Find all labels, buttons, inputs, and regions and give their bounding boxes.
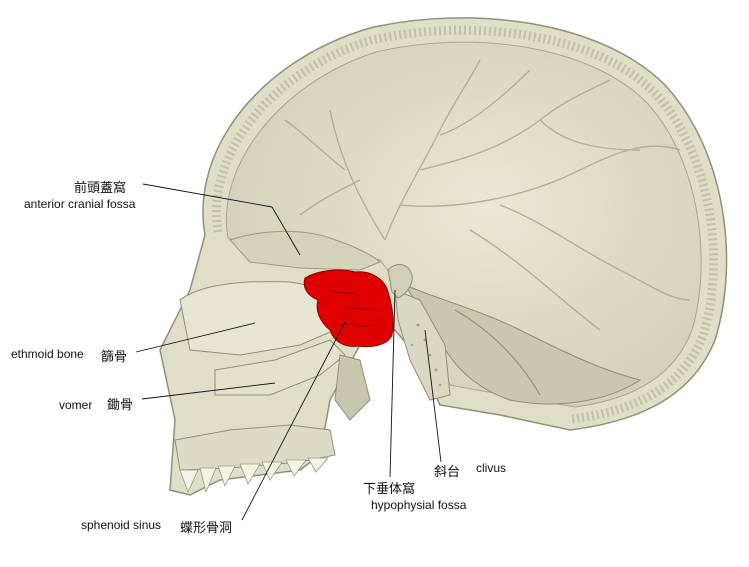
- leader-lines: [135, 183, 442, 521]
- ethmoid-bone-label-jp: 篩骨: [101, 350, 128, 365]
- clivus-label-en: clivus: [476, 461, 507, 475]
- anterior-cranial-fossa-label-en: anterior cranial fossa: [24, 197, 136, 211]
- hypophysial-fossa-label-en: hypophysial fossa: [371, 498, 467, 512]
- meningeal-grooves: [284, 59, 691, 331]
- skull-diploe-band: [212, 25, 719, 424]
- sphenoid-sinus-label-en: sphenoid sinus: [81, 518, 162, 532]
- maxilla-palate: [174, 424, 336, 471]
- dorsum-sellae: [387, 264, 413, 299]
- hypophysial-fossa-label-jp: 下垂体窩: [363, 482, 416, 497]
- clivus-porous-texture: [410, 323, 442, 387]
- anterior-cranial-fossa-label-jp: 前頭蓋窩: [74, 181, 127, 196]
- clivus-bone: [394, 289, 451, 401]
- pterygoid-process: [334, 354, 371, 421]
- vomer-label-en: vomer: [59, 398, 93, 412]
- ethmoid-bone-label-en: ethmoid bone: [11, 347, 84, 361]
- vomer-bone-shape: [214, 339, 346, 396]
- vomer-label-jp: 鋤骨: [107, 398, 134, 413]
- upper-teeth: [179, 457, 329, 494]
- sphenoid-sinus-label-jp: 蝶形骨洞: [180, 521, 233, 536]
- clivus-label-jp: 斜台: [434, 465, 461, 480]
- anterior-fossa-floor: [229, 230, 381, 271]
